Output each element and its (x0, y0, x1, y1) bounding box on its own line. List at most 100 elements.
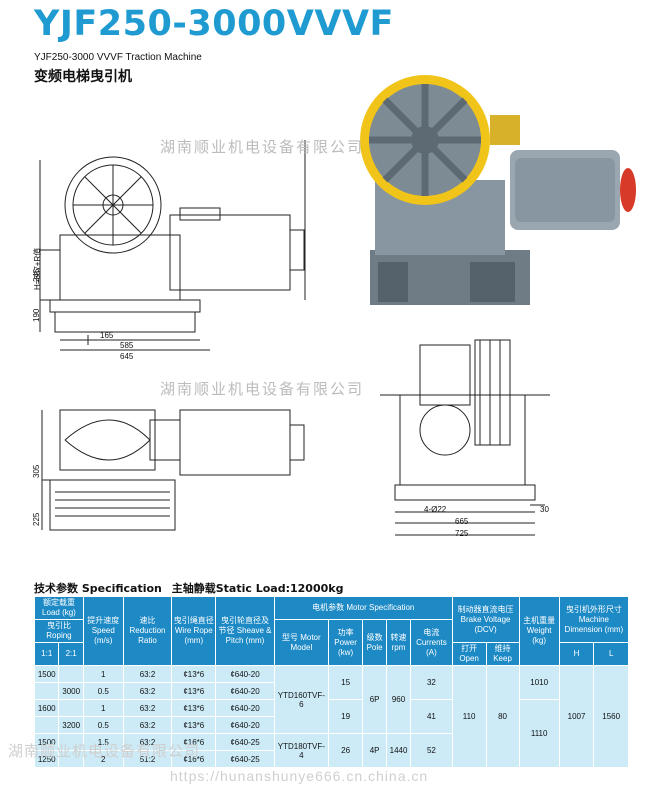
cell-sheave: ¢640-25 (215, 733, 275, 751)
th-brake-keep: 维持 Keep (485, 642, 520, 666)
cell-load-21: 3200 (58, 716, 84, 734)
top-view-drawing (41, 409, 305, 531)
cell-load-21: 3000 (58, 682, 84, 700)
dim-225: 225 (32, 512, 41, 526)
cell-speed: 1 (82, 665, 124, 683)
th-load: 额定载重 Load (kg) (34, 596, 84, 620)
cell-sheave: ¢640-20 (215, 699, 275, 717)
cell-rpm-960: 960 (385, 665, 412, 734)
cell-current-41: 41 (410, 699, 453, 734)
side-view-drawing (39, 140, 306, 351)
th-dimension: 曳引机外形尺寸 Machine Dimension (mm) (558, 596, 630, 643)
cell-rope: ¢13*6 (171, 716, 217, 734)
th-current: 电流 Currents (A) (410, 619, 453, 666)
cell-speed: 2 (82, 750, 124, 768)
th-speed: 提升速度 Speed (m/s) (82, 596, 124, 666)
cell-speed: 0.5 (82, 682, 124, 700)
cell-ratio: 63:2 (122, 716, 173, 734)
cell-speed: 1.5 (82, 733, 124, 751)
cell-power-19: 19 (327, 699, 364, 734)
front-view-drawing (380, 339, 550, 536)
dim-holes: 4-Ø22 (424, 505, 447, 514)
cell-dim-h: 1007 (558, 665, 595, 768)
machine-photo (360, 75, 636, 305)
dim-645: 645 (120, 352, 134, 361)
cell-motor-model-a: YTD160TVF-6 (273, 665, 329, 734)
dim-190: 190 (32, 308, 41, 322)
th-brake: 制动器直流电压 Brake Voltage (DCV) (451, 596, 520, 643)
cell-weight-1110: 1110 (518, 699, 560, 768)
dim-30: 30 (540, 505, 549, 514)
spec-table: 额定载重 Load (kg) 提升速度 Speed (m/s) 速比 Reduc… (33, 596, 630, 768)
cell-brake-open: 110 (451, 665, 487, 768)
cell-pole-4p: 4P (362, 733, 387, 768)
model-subtitle-en: YJF250-3000 VVVF Traction Machine (34, 52, 202, 63)
watermark-url: https://hunanshunye666.cn.china.cn (170, 768, 429, 784)
cell-power-15: 15 (327, 665, 364, 700)
spec-static-load: 主轴静载Static Load:12000kg (171, 582, 344, 595)
cell-current-52: 52 (410, 733, 453, 768)
th-rope: 曳引绳直径 Wire Rope (mm) (171, 596, 217, 666)
cell-rope: ¢13*6 (171, 665, 217, 683)
cell-weight-1010: 1010 (518, 665, 560, 700)
cell-load-11 (33, 682, 60, 700)
th-roping: 曳引比 Roping (34, 619, 84, 643)
model-title: YJF250-3000VVVF (34, 4, 394, 44)
cell-rope: ¢16*6 (171, 750, 217, 768)
cell-ratio: 63:2 (122, 699, 173, 717)
spec-heading: 技术参数 Specification 主轴静载Static Load:12000… (34, 580, 349, 596)
table-row: 1250 2 51:2 ¢16*6 ¢640-25 (33, 750, 629, 768)
cell-sheave: ¢640-20 (215, 665, 275, 683)
cell-ratio: 63:2 (122, 682, 173, 700)
cell-rpm-1440: 1440 (385, 733, 412, 768)
watermark-company-bottom: 湖南顺业机电设备有限公司 (8, 742, 201, 760)
technical-drawings (39, 75, 636, 536)
dim-305: 305 (32, 464, 41, 478)
cell-pole-6p: 6P (362, 665, 387, 734)
th-brake-open: 打开 Open (451, 642, 487, 666)
cell-load-11: 1250 (33, 750, 60, 768)
dim-665: 665 (455, 517, 469, 526)
cell-load-21 (58, 665, 84, 683)
cell-rope: ¢13*6 (171, 682, 217, 700)
spec-title: 技术参数 Specification (34, 582, 162, 595)
table-row: 1600 1 63:2 ¢13*6 ¢640-20 19 41 1110 (33, 699, 629, 768)
dim-165: 165 (100, 331, 114, 340)
model-subtitle-cn: 变频电梯曳引机 (34, 69, 132, 85)
cell-load-11: 1500 (33, 665, 60, 683)
th-weight: 主机重量 Weight (kg) (518, 596, 560, 666)
dim-585: 585 (120, 341, 134, 350)
th-sheave: 曳引轮直径及节径 Sheave & Pitch (mm) (215, 596, 275, 666)
cell-speed: 0.5 (82, 716, 124, 734)
th-motor: 电机参数 Motor Specification (273, 596, 453, 620)
cell-rope: ¢13*6 (171, 699, 217, 717)
th-roping-1-1: 1:1 (33, 642, 60, 666)
th-pole: 级数 Pole (362, 619, 387, 666)
dim-725: 725 (455, 529, 469, 538)
cell-power-26: 26 (327, 733, 364, 768)
dim-245: 245 (32, 268, 41, 282)
th-ratio: 速比 Reduction Ratio (122, 596, 173, 666)
table-row: 3200 0.5 63:2 ¢13*6 ¢640-20 (33, 716, 629, 734)
table-row: 1500 1.5 63:2 ¢16*6 ¢640-25 YTD180TVF-4 … (33, 733, 629, 768)
cell-load-11: 1600 (33, 699, 60, 717)
th-power: 功率 Power (kw) (327, 619, 364, 666)
cell-sheave: ¢640-20 (215, 682, 275, 700)
cell-brake-keep: 80 (485, 665, 520, 768)
th-dim-l: L (593, 642, 629, 666)
cell-load-21 (58, 699, 84, 717)
cell-speed: 1 (82, 699, 124, 717)
cell-ratio: 51:2 (122, 750, 173, 768)
th-dim-h: H (558, 642, 595, 666)
cell-dim-l: 1560 (593, 665, 629, 768)
cell-sheave: ¢640-25 (215, 750, 275, 768)
th-motor-model: 型号 Motor Model (273, 619, 329, 666)
watermark-company-2: 湖南顺业机电设备有限公司 (160, 380, 365, 398)
watermark-company-1: 湖南顺业机电设备有限公司 (160, 138, 365, 156)
cell-current-32: 32 (410, 665, 453, 700)
th-rpm: 转速 rpm (385, 619, 412, 666)
table-row: 1500 1 63:2 ¢13*6 ¢640-20 YTD160TVF-6 15… (33, 665, 629, 768)
cell-load-11 (33, 716, 60, 734)
table-row: 3000 0.5 63:2 ¢13*6 ¢640-20 (33, 682, 629, 700)
th-roping-2-1: 2:1 (58, 642, 84, 666)
